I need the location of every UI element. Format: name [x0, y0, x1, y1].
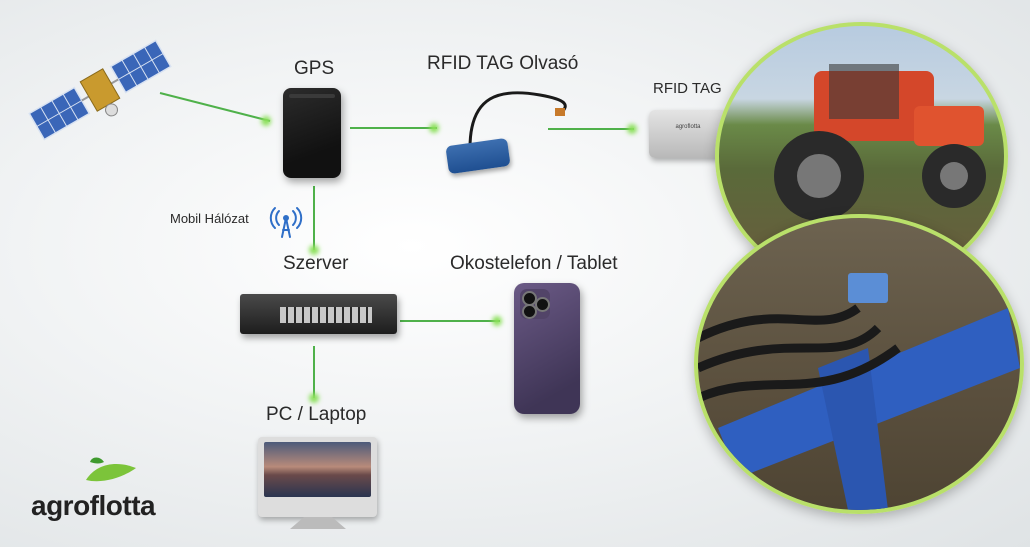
camera-module	[520, 289, 550, 319]
network-switch	[240, 294, 397, 334]
glow-dot	[309, 245, 319, 255]
link-satellite-gps	[159, 92, 271, 122]
satellite-icon	[28, 39, 172, 141]
gps-label: GPS	[294, 58, 335, 79]
glow-dot	[429, 123, 439, 133]
pc-label: PC / Laptop	[266, 404, 367, 425]
gps-device	[283, 88, 341, 178]
glow-dot	[261, 116, 271, 126]
smartphone-label: Okostelefon / Tablet	[450, 253, 618, 274]
glow-dot	[627, 124, 637, 134]
glow-dot	[309, 393, 319, 403]
glow-dot	[492, 316, 502, 326]
agroflotta-logo: agroflotta	[31, 490, 156, 521]
rfid-tag-box: agroflotta	[649, 110, 727, 158]
pc-monitor	[258, 437, 377, 517]
plough-photo	[694, 214, 1024, 514]
rfid-tag-print: agroflotta	[675, 124, 701, 130]
camera-lens	[535, 297, 550, 312]
rfid-tag-label: RFID TAG	[653, 80, 722, 97]
reader-cable	[468, 91, 567, 149]
camera-lens	[522, 304, 537, 319]
switch-ports	[280, 307, 372, 323]
mobile-network-label: Mobil Hálózat	[170, 211, 249, 226]
server-label: Szerver	[283, 253, 349, 274]
reader-connector	[555, 108, 565, 116]
antenna-icon	[269, 207, 303, 238]
smartphone	[514, 283, 580, 414]
monitor-stand	[290, 517, 346, 529]
monitor-screen	[264, 442, 371, 497]
leaf-logo-icon	[86, 457, 136, 482]
rfid-reader-label: RFID TAG Olvasó	[427, 53, 579, 74]
